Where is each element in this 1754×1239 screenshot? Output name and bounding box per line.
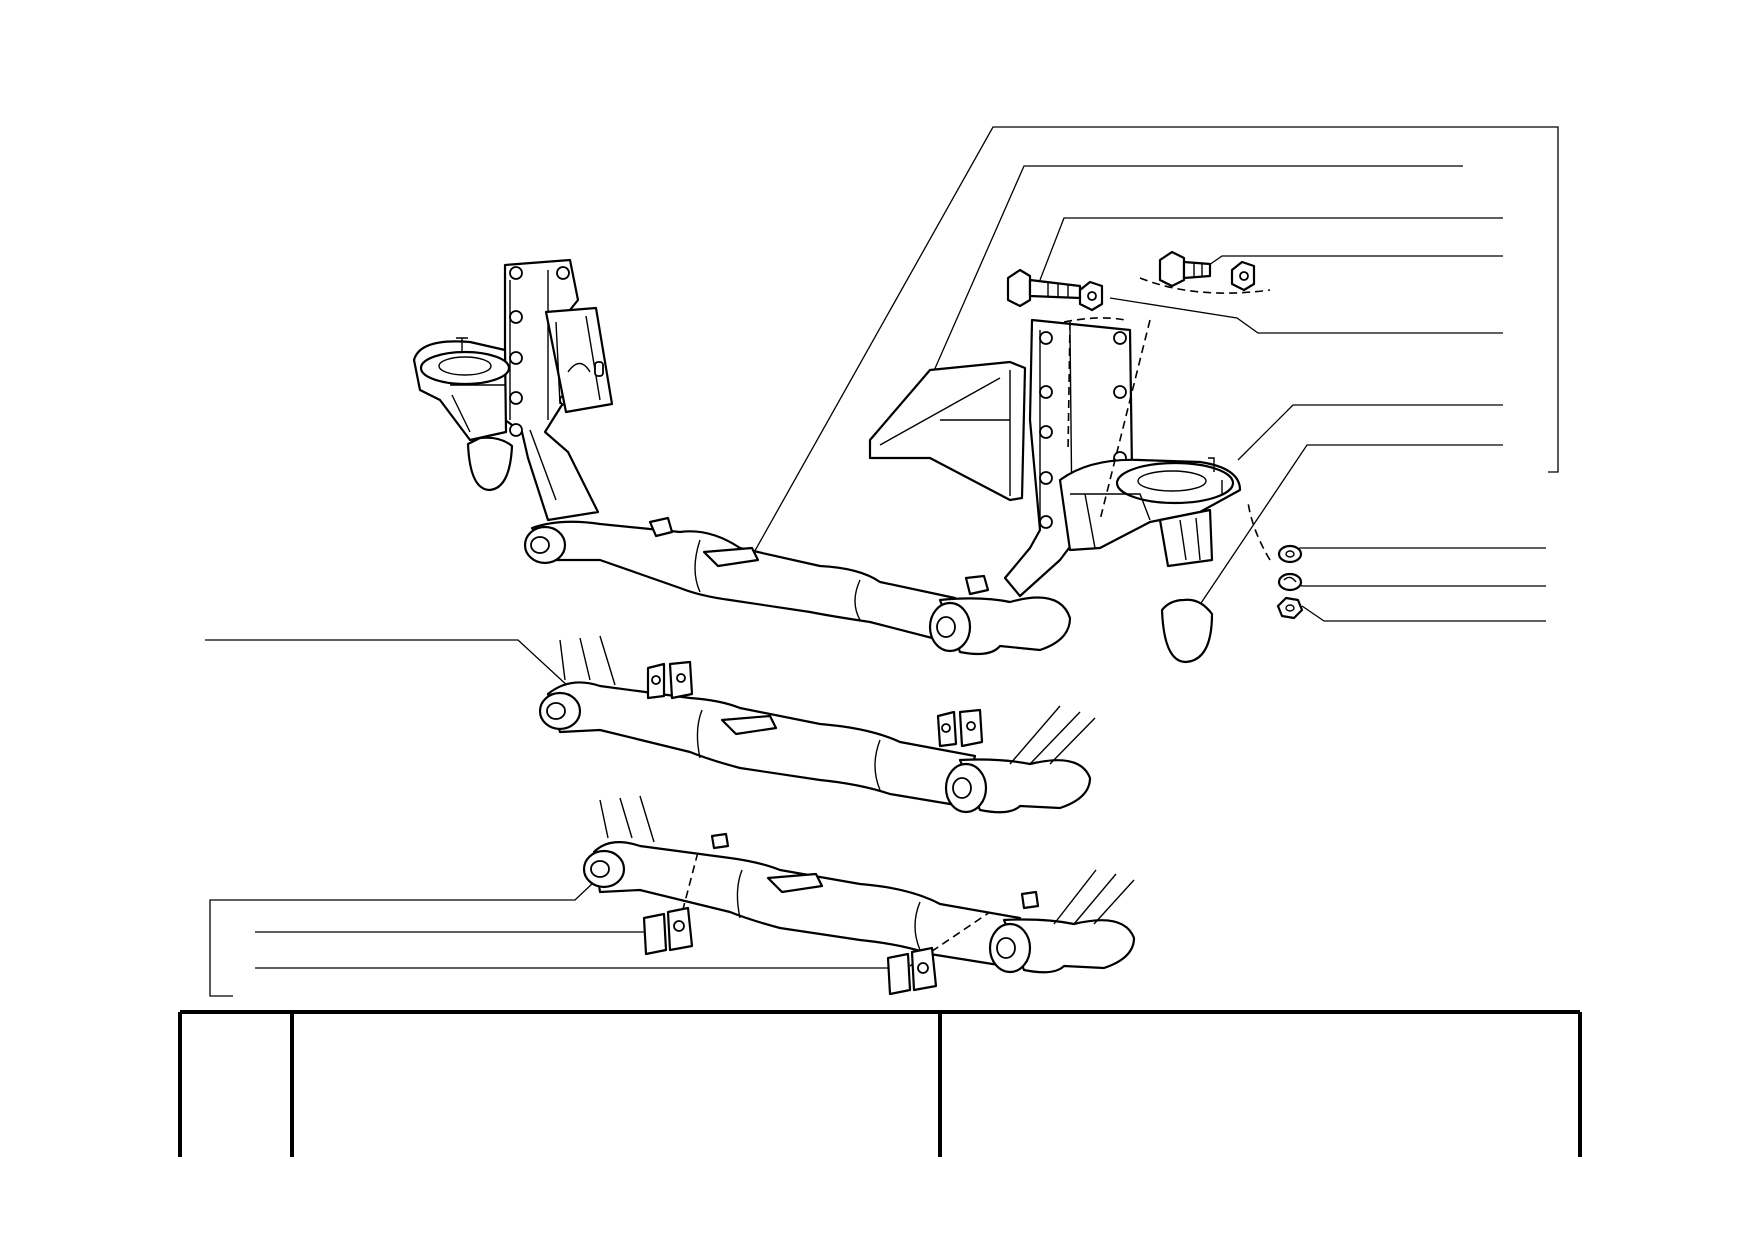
leader-line-10 [1302,606,1546,621]
leader-line-7 [1189,445,1503,621]
upper-right-knuckle [940,598,1070,654]
leader-line-2 [933,166,1463,373]
parts-table [180,1012,1580,1157]
leader-line-5 [1110,298,1503,333]
leader-line-8 [1288,548,1546,556]
leader-line-1 [752,127,1558,556]
middle-crossmember-variant [540,636,1095,812]
upper-crossmember-assembly [414,260,1132,654]
leader-line-4 [1209,256,1503,265]
leader-line-12 [210,882,594,996]
leader-line-3 [1040,218,1503,280]
leader-lines [205,127,1558,996]
small-bracket-2 [888,948,936,994]
right-shock-mount-bracket [1060,458,1240,566]
bump-stop-right [1162,600,1212,662]
hex-nut [1278,598,1302,618]
leader-line-9 [1292,582,1546,586]
bolt-2 [1160,252,1210,286]
small-bracket-1 [644,908,692,954]
nut-2 [1232,262,1254,290]
upper-cross-tube [532,522,955,640]
lower-fasteners [1248,502,1302,618]
right-upright-arm [1005,320,1132,596]
bolt-1 [1008,270,1080,306]
upper-fasteners [1008,252,1270,520]
right-frame-bracket [870,362,1025,500]
nut-1 [1080,282,1102,310]
flat-washer [1279,546,1301,562]
bump-stop-left [468,438,512,490]
leader-line-6 [1238,405,1503,460]
leader-line-11 [205,640,570,688]
spring-washer [1279,574,1301,590]
